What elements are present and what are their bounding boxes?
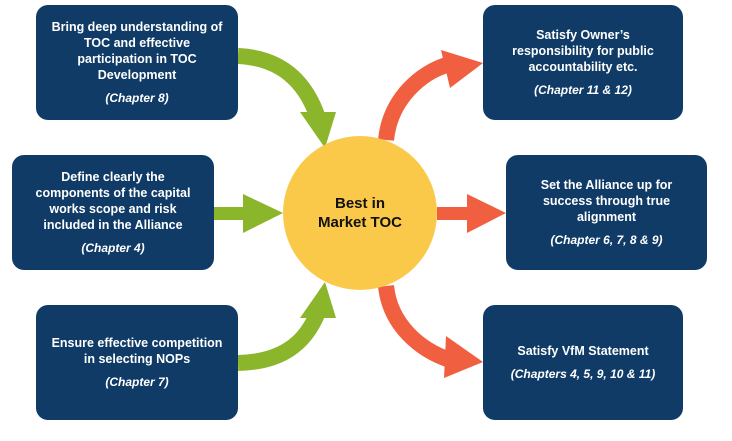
input-box-nop-competition: Ensure effective competition in selectin… [36, 305, 238, 420]
input-arrow-top [237, 48, 336, 148]
output-box-public-accountability: Satisfy Owner’s responsibility for publi… [483, 5, 683, 120]
input-box-text: Bring deep understanding of TOC and effe… [51, 20, 223, 82]
output-box-chapter: (Chapter 11 & 12) [534, 83, 632, 97]
output-box-alliance-alignment: Set the Alliance up for success through … [506, 155, 707, 270]
input-arrow-bottom [237, 282, 336, 371]
output-arrow-bottom [378, 284, 483, 378]
output-box-vfm-statement: Satisfy VfM Statement (Chapters 4, 5, 9,… [483, 305, 683, 420]
input-box-toc-understanding: Bring deep understanding of TOC and effe… [36, 5, 238, 120]
output-arrow-middle [437, 194, 506, 233]
output-box-chapter: (Chapters 4, 5, 9, 10 & 11) [510, 367, 656, 381]
input-box-text: Ensure effective competition in selectin… [51, 336, 223, 366]
output-arrow-top [378, 50, 483, 142]
input-box-chapter: (Chapter 7) [105, 375, 169, 389]
input-box-text: Define clearly the components of the cap… [35, 170, 191, 232]
output-box-text: Set the Alliance up for success through … [540, 178, 673, 224]
center-node-label: Best in Market TOC [318, 195, 402, 231]
output-box-text: Satisfy Owner’s responsibility for publi… [512, 28, 654, 74]
output-box-chapter: (Chapter 6, 7, 8 & 9) [550, 233, 663, 247]
input-arrow-middle [214, 194, 283, 233]
output-box-text: Satisfy VfM Statement [517, 344, 649, 358]
input-box-chapter: (Chapter 8) [105, 91, 169, 105]
input-box-capital-works-scope: Define clearly the components of the cap… [12, 155, 214, 270]
center-node-best-in-market-toc: Best in Market TOC [283, 136, 437, 290]
input-box-chapter: (Chapter 4) [81, 241, 145, 255]
